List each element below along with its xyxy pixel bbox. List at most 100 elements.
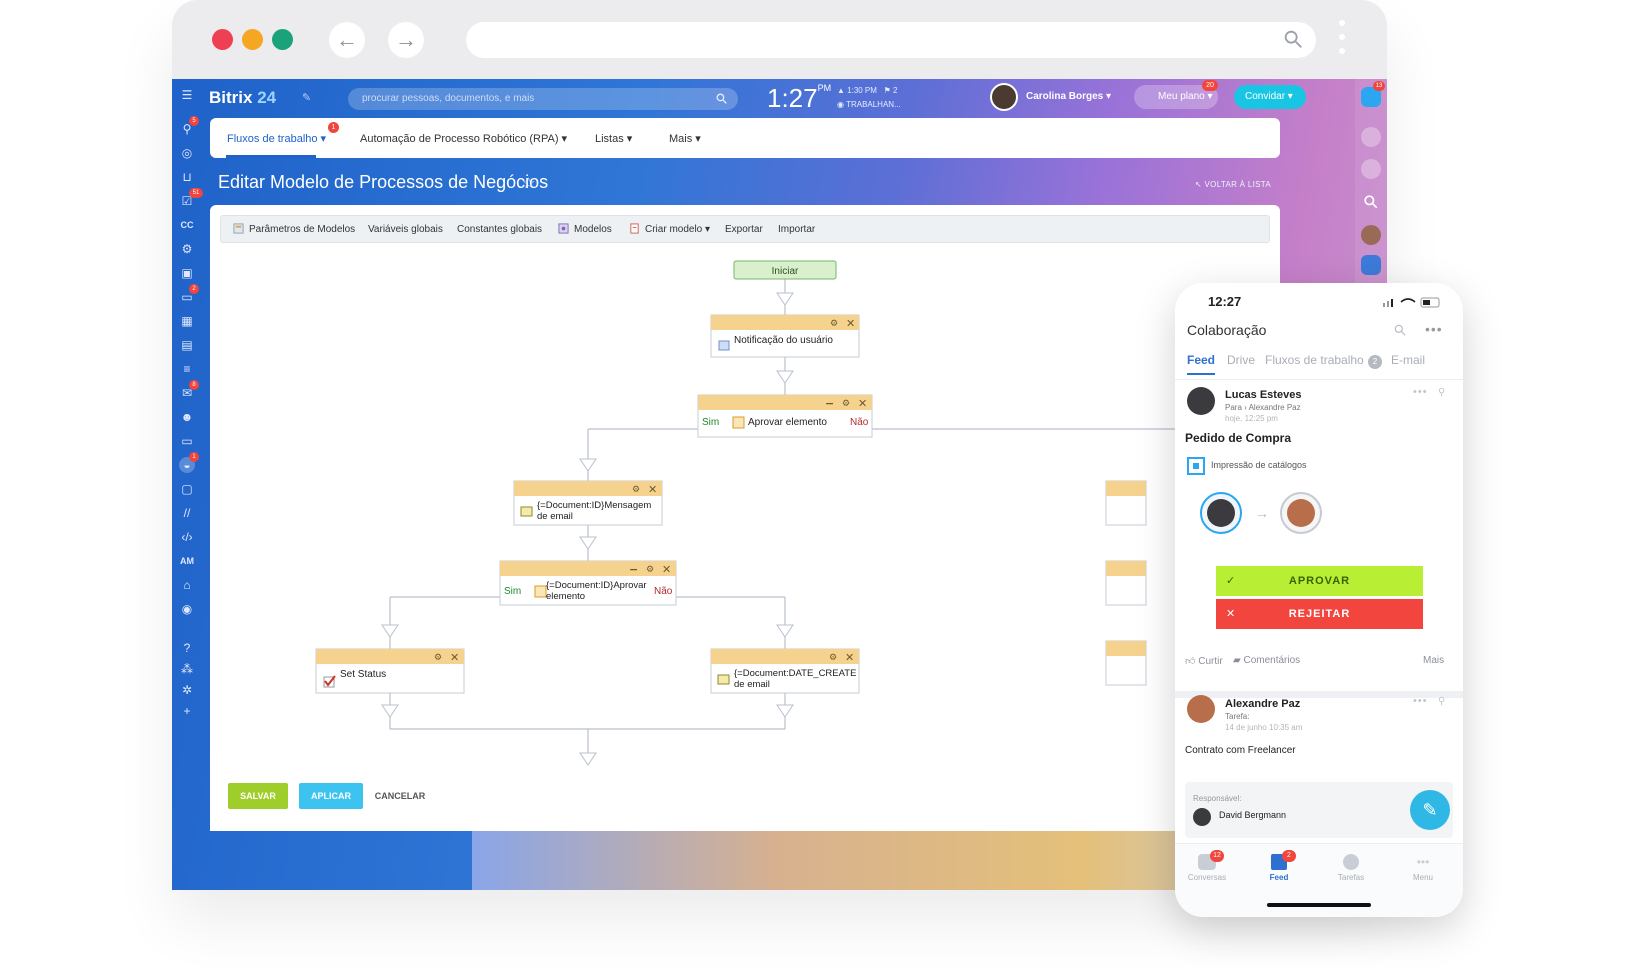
work-status[interactable]: ◉ TRABALHAN...: [837, 100, 901, 109]
pin-icon[interactable]: ⚲: [1438, 387, 1446, 398]
tab-email[interactable]: E-mail: [1391, 353, 1426, 367]
search-icon[interactable]: [1393, 323, 1407, 337]
nav-menu[interactable]: ••• Menu: [1393, 854, 1453, 882]
target-icon[interactable]: ◎: [181, 146, 193, 160]
calendar-icon[interactable]: ▦: [181, 314, 193, 328]
minimize-window-button[interactable]: [242, 29, 263, 50]
reject-button[interactable]: ✕REJEITAR: [1216, 599, 1423, 629]
apply-button[interactable]: APLICAR: [299, 783, 363, 809]
chat-bubble-icon[interactable]: [1361, 159, 1381, 179]
cart-icon[interactable]: ⊔: [182, 170, 192, 184]
approve-node[interactable]: − ⚙ ✕ Sim Aprovar elemento Não: [697, 394, 873, 438]
compose-button[interactable]: ✎: [1410, 790, 1450, 830]
box-icon[interactable]: ▢: [181, 482, 193, 496]
settings-icon[interactable]: ✲: [181, 683, 193, 697]
avatar[interactable]: [1193, 808, 1211, 826]
browser-menu-icon[interactable]: [1338, 20, 1346, 60]
comments-button[interactable]: ▰ Comentários: [1233, 655, 1301, 666]
app-logo[interactable]: Bitrix 24: [209, 88, 277, 107]
toolbar-templates[interactable]: Modelos: [574, 224, 612, 235]
window-icon[interactable]: ▣: [181, 266, 193, 280]
avatar[interactable]: [1187, 695, 1215, 723]
back-button[interactable]: ←: [329, 22, 365, 58]
forward-button[interactable]: →: [388, 22, 424, 58]
drive-icon[interactable]: ≡: [183, 362, 191, 376]
cc-icon[interactable]: CC: [180, 220, 194, 230]
clock[interactable]: 1:27PM: [767, 83, 832, 113]
more-icon[interactable]: •••: [1413, 386, 1428, 398]
user-menu[interactable]: Carolina Borges ▾: [1026, 91, 1112, 102]
group-icon[interactable]: [1361, 255, 1381, 275]
tab-drive[interactable]: Drive: [1227, 353, 1256, 367]
close-window-button[interactable]: [212, 29, 233, 50]
toolbar-create-template[interactable]: Criar modelo ▾: [645, 224, 711, 235]
pin-icon[interactable]: ⚲: [1438, 696, 1446, 707]
sitemap-icon[interactable]: ⁂: [181, 662, 193, 676]
email-node[interactable]: ⚙ ✕ {=Document:DATE_CREATE de email: [710, 648, 860, 694]
code-icon[interactable]: ‹/›: [181, 530, 193, 544]
help-icon[interactable]: [1361, 87, 1381, 107]
start-node[interactable]: Iniciar: [733, 260, 837, 280]
save-button[interactable]: SALVAR: [228, 783, 288, 809]
robot-icon[interactable]: ⚙: [181, 242, 193, 256]
toolbar-parameters[interactable]: Parâmetros de Modelos: [249, 224, 356, 235]
invite-button[interactable]: Convidar ▾: [1234, 85, 1306, 109]
nav-tarefas[interactable]: Tarefas: [1321, 854, 1381, 882]
avatar[interactable]: [1280, 492, 1322, 534]
chat-icon[interactable]: ▭: [181, 290, 193, 304]
mail-icon[interactable]: ✉: [181, 386, 193, 400]
tab-listas[interactable]: Listas ▾: [595, 133, 633, 145]
more-icon[interactable]: •••: [1425, 321, 1443, 337]
email-node[interactable]: ⚙ ✕ {=Document:ID}Mensagem de email: [513, 480, 663, 526]
plan-button[interactable]: Meu plano ▾: [1134, 85, 1218, 109]
pencil-icon[interactable]: ✎: [302, 92, 312, 104]
check-circle-icon[interactable]: ◉: [181, 602, 193, 616]
cancel-button[interactable]: CANCELAR: [374, 791, 426, 801]
avatar[interactable]: [1200, 492, 1242, 534]
search-icon[interactable]: [1361, 192, 1381, 212]
approve-node[interactable]: − ⚙ ✕ Sim {=Document:ID}Aprovar elemento…: [499, 560, 677, 606]
help-icon[interactable]: ?: [183, 641, 191, 655]
like-button[interactable]: 👍︎ Curtir: [1185, 656, 1223, 667]
more-icon[interactable]: •••: [1413, 695, 1428, 707]
more-button[interactable]: Mais: [1423, 655, 1445, 666]
tab-workflows[interactable]: Fluxos de trabalho: [1265, 353, 1364, 367]
filter-icon[interactable]: ⚲: [182, 122, 192, 136]
bell-icon[interactable]: [1361, 127, 1381, 147]
maximize-window-button[interactable]: [272, 29, 293, 50]
tab-feed[interactable]: Feed: [1187, 353, 1216, 367]
menu-icon[interactable]: ☰: [181, 88, 193, 102]
post-author[interactable]: Lucas Esteves: [1225, 389, 1302, 401]
contact-avatar[interactable]: [1361, 225, 1381, 245]
signature-icon[interactable]: //: [183, 506, 191, 520]
approve-button[interactable]: ✓APROVAR: [1216, 566, 1423, 596]
people-icon[interactable]: ☻: [180, 410, 194, 424]
address-bar[interactable]: [466, 22, 1316, 58]
id-card-icon[interactable]: ▭: [181, 434, 193, 448]
toolbar-global-consts[interactable]: Constantes globais: [457, 224, 543, 235]
building-icon[interactable]: ⌂: [183, 578, 191, 592]
responsible-name[interactable]: David Bergmann: [1219, 810, 1287, 820]
notify-node[interactable]: ⚙ ✕ Notificação do usuário: [710, 314, 860, 358]
document-icon[interactable]: ▤: [181, 338, 193, 352]
toolbar-export[interactable]: Exportar: [725, 224, 763, 235]
toolbar-import[interactable]: Importar: [778, 224, 816, 235]
back-to-list-link[interactable]: ↖ VOLTAR À LISTA: [1195, 180, 1271, 189]
am-icon[interactable]: AM: [180, 556, 194, 566]
star-icon[interactable]: ☆: [522, 175, 536, 192]
avatar[interactable]: [990, 83, 1018, 111]
plus-icon[interactable]: +: [183, 704, 191, 718]
tasks-icon[interactable]: ☑: [181, 194, 193, 208]
tab-mais[interactable]: Mais ▾: [669, 133, 701, 145]
tab-rpa[interactable]: Automação de Processo Robótico (RPA) ▾: [360, 133, 568, 145]
attachment-name[interactable]: Impressão de catálogos: [1211, 460, 1307, 470]
nav-feed[interactable]: 2 Feed: [1249, 850, 1309, 882]
global-search-input[interactable]: procurar pessoas, documentos, e mais: [348, 88, 738, 110]
toolbar-global-vars[interactable]: Variáveis globais: [368, 224, 443, 235]
gear-icon: ⚙: [829, 653, 837, 663]
post-author[interactable]: Alexandre Paz: [1225, 698, 1301, 710]
set-status-node[interactable]: ⚙ ✕ Set Status: [315, 648, 465, 694]
avatar[interactable]: [1187, 387, 1215, 415]
nav-conversas[interactable]: 12 Conversas: [1177, 850, 1237, 882]
tab-fluxos[interactable]: Fluxos de trabalho ▾: [227, 133, 327, 145]
